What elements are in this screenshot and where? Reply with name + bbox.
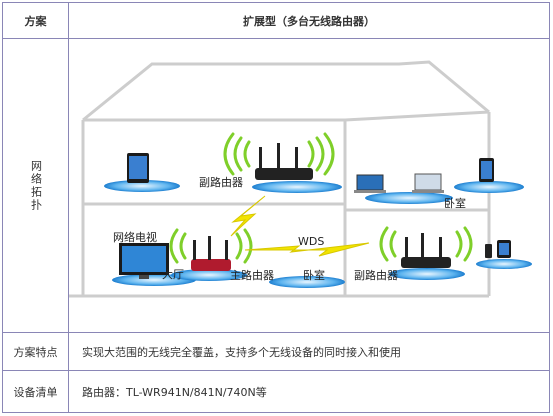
- equipment-value: 路由器：TL-WR941N/841N/740N等: [82, 385, 267, 399]
- pad-main-router: [171, 269, 247, 281]
- label-network-tv: 网络电视: [113, 231, 157, 244]
- lightning-top: [230, 195, 266, 237]
- wifi-waves-main: [169, 228, 253, 264]
- topology-label: 网络拓扑: [29, 159, 43, 212]
- features-label: 方案特点: [13, 345, 58, 359]
- header-col1: 方案: [24, 14, 47, 28]
- wifi-waves-top: [223, 132, 335, 176]
- table-header-background: [3, 3, 549, 38]
- wifi-waves-right: [379, 226, 473, 262]
- label-sub-router-right: 副路由器: [354, 269, 398, 282]
- sub-router-top-icon: [255, 143, 313, 180]
- pad-sub-router-top: [252, 181, 342, 193]
- phone-1-icon: [485, 244, 492, 258]
- column-divider: [68, 2, 69, 413]
- features-divider: [2, 370, 550, 371]
- pad-phones-right: [476, 259, 532, 269]
- equipment-label: 设备清单: [13, 385, 58, 399]
- tablet-top-icon: [127, 153, 149, 183]
- pad-laptops-right: [365, 192, 453, 204]
- phone-2-icon: [497, 240, 511, 258]
- topology-divider: [2, 332, 550, 333]
- tablet-right-icon: [479, 158, 494, 182]
- tv-icon: [119, 243, 169, 279]
- label-hall: 大厅: [162, 268, 184, 281]
- header-divider: [2, 38, 550, 39]
- label-wds: WDS: [298, 235, 325, 248]
- pad-tablet-top: [104, 180, 180, 192]
- pad-bedroom-bottom: [269, 276, 345, 288]
- main-router-icon: [191, 236, 231, 271]
- topology-label-cell: 网络拓扑: [3, 39, 68, 332]
- features-value: 实现大范围的无线完全覆盖，支持多个无线设备的同时接入和使用: [82, 345, 401, 359]
- label-bedroom-bottom: 卧室: [303, 269, 325, 282]
- house-outline: [69, 60, 491, 298]
- label-sub-router-top: 副路由器: [199, 176, 243, 189]
- laptop-2-icon: [412, 173, 444, 193]
- table-frame: [2, 2, 550, 413]
- laptop-1-icon: [354, 174, 386, 193]
- label-bedroom-right: 卧室: [444, 197, 466, 210]
- lightning-wds: [244, 242, 370, 257]
- network-topology-diagram: 副路由器 网络电视 大厅 主路由器 WDS 卧室 副路由器 卧室: [69, 38, 549, 332]
- pad-tablet-right: [454, 181, 524, 193]
- header-col2: 扩展型（多台无线路由器）: [243, 14, 375, 28]
- sub-router-right-icon: [401, 233, 451, 268]
- label-main-router: 主路由器: [230, 269, 274, 282]
- pad-sub-router-right: [389, 268, 465, 280]
